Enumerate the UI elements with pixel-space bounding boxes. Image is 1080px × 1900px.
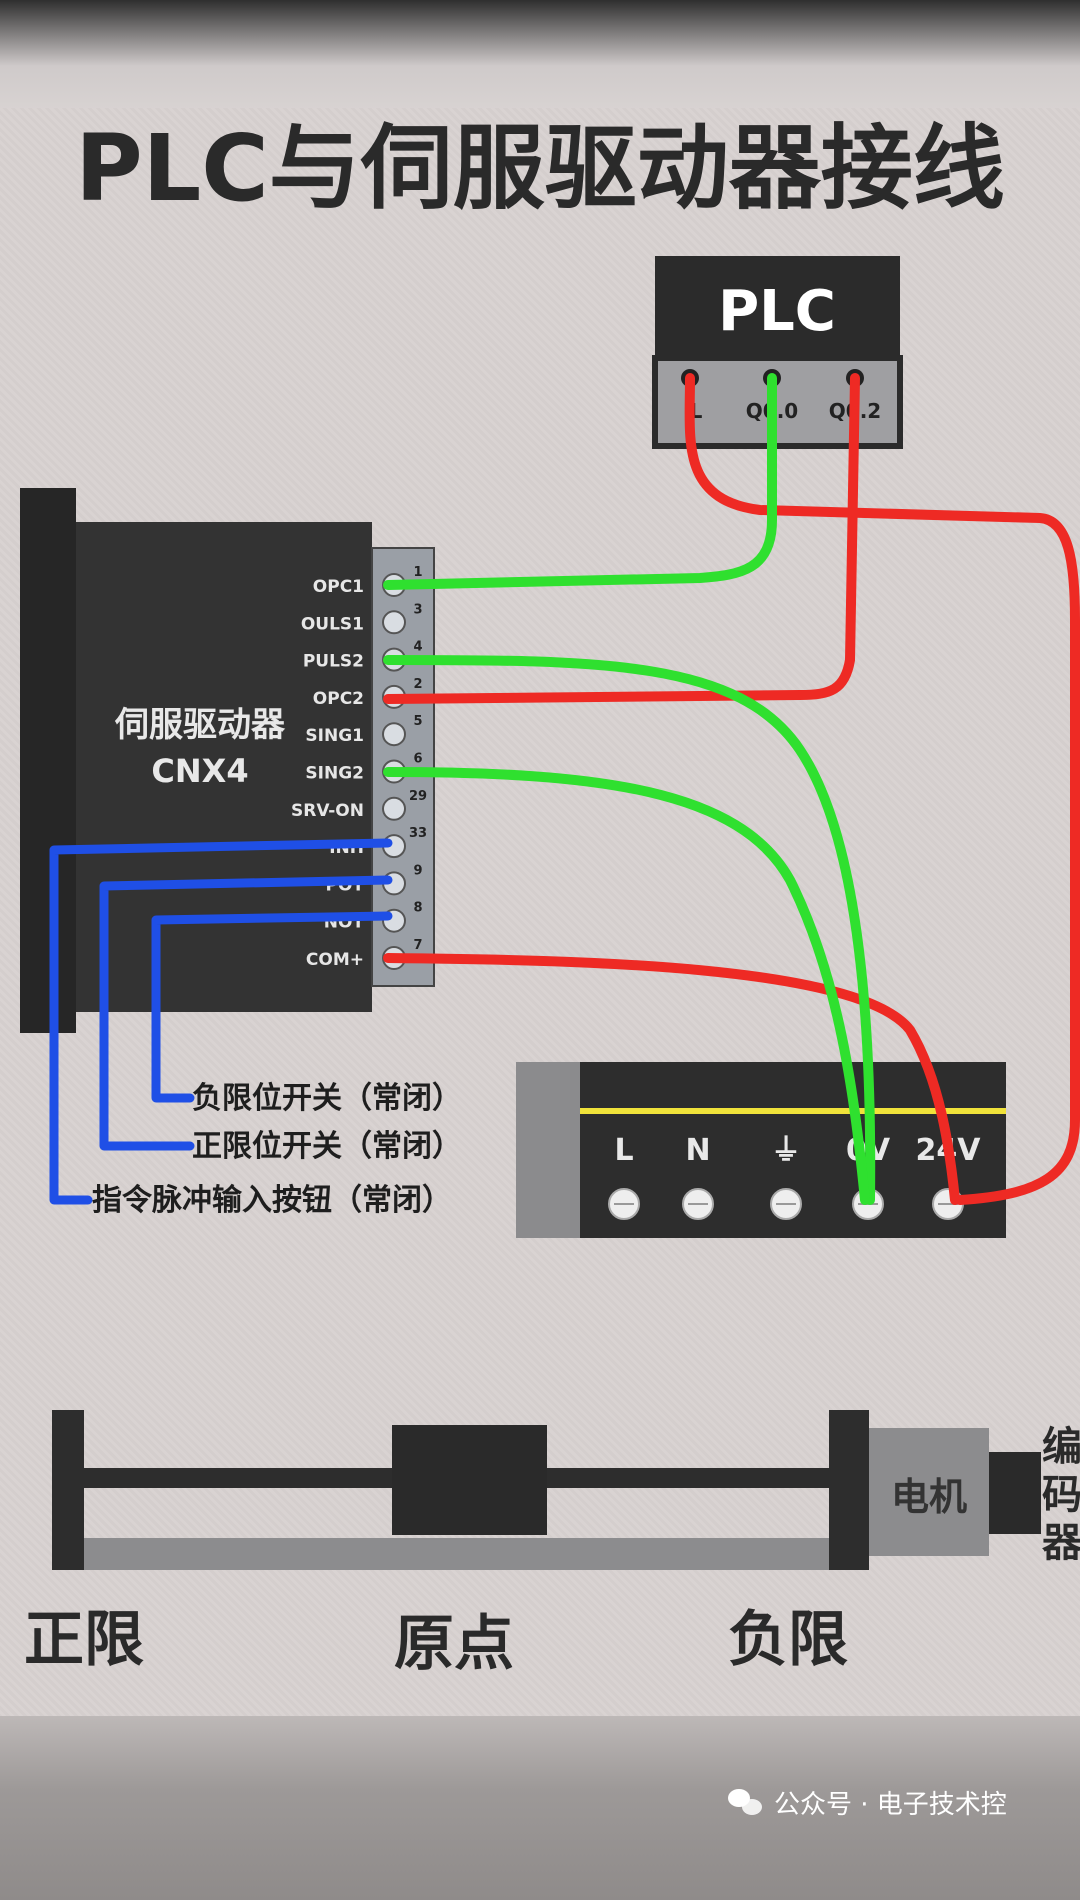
driver-pin-number: 8 xyxy=(413,901,422,916)
motor-body xyxy=(869,1428,989,1556)
driver-pin-number: 33 xyxy=(409,826,427,841)
power-supply-terminal-label: L xyxy=(614,1133,633,1168)
driver-pin-number: 9 xyxy=(413,863,422,878)
linear-axis: 电机 编码器 正限 原点 负限 xyxy=(24,1410,1080,1679)
driver-model: CNX4 xyxy=(151,752,248,790)
switch-label-negative-limit: 负限位开关（常闭） xyxy=(192,1081,462,1116)
driver-pin-label: COM+ xyxy=(306,950,364,970)
blue-wire-not xyxy=(151,911,393,1103)
encoder-label-char: 器 xyxy=(1042,1520,1080,1566)
driver-pin-label: OPC1 xyxy=(313,577,364,597)
switch-label-pulse-button: 指令脉冲输入按钮（常闭） xyxy=(92,1183,452,1218)
driver-name: 伺服驱动器 xyxy=(114,705,286,745)
red-wire-l-to-24v xyxy=(684,373,1080,1205)
power-supply-terminal-label: N xyxy=(685,1133,710,1168)
driver-pin-number: 29 xyxy=(409,789,427,804)
carriage-slider xyxy=(392,1425,547,1535)
blue-wire-inh xyxy=(49,838,393,1205)
driver-pin-number: 7 xyxy=(413,938,422,953)
green-wire-sing2-to-0v xyxy=(383,767,870,1205)
wires xyxy=(49,373,1080,1205)
driver-pin-label: SRV-ON xyxy=(291,801,364,821)
driver-pin-terminal xyxy=(382,722,406,747)
power-supply-yellow-line xyxy=(580,1108,1006,1114)
green-wire-puls2-to-0v xyxy=(383,655,876,1205)
plc-label: PLC xyxy=(718,279,836,344)
blue-wire-pot xyxy=(99,875,393,1151)
bottom-background xyxy=(0,1716,1080,1900)
power-supply-terminal-label: ⏚ xyxy=(771,1133,801,1168)
driver-pin-label: SING2 xyxy=(305,764,364,784)
right-end-block xyxy=(829,1410,869,1570)
driver-pin-label: OULS1 xyxy=(301,614,364,634)
power-supply-side xyxy=(516,1062,580,1238)
encoder-body xyxy=(989,1452,1041,1534)
driver-pin-number: 4 xyxy=(413,640,422,655)
watermark: 公众号 · 电子技术控 xyxy=(728,1780,1007,1824)
driver-pin-label: PULS2 xyxy=(303,652,364,672)
top-background xyxy=(0,0,1080,110)
switch-label-positive-limit: 正限位开关（常闭） xyxy=(192,1129,462,1164)
driver-pin-number: 1 xyxy=(413,565,422,580)
motor-label: 电机 xyxy=(891,1475,967,1519)
power-supply-body xyxy=(516,1062,1006,1238)
driver-pin-terminal xyxy=(382,796,406,821)
page-title: PLC与伺服驱动器接线 xyxy=(75,115,1005,222)
left-end-block xyxy=(52,1410,84,1570)
driver-pin-number: 5 xyxy=(413,714,422,729)
origin-label: 原点 xyxy=(394,1609,514,1679)
positive-limit-label: 正限 xyxy=(24,1605,144,1675)
plc-module: PLC L Q0.0 Q0.2 xyxy=(652,256,903,449)
driver-body xyxy=(76,522,372,1012)
driver-pin-number: 3 xyxy=(413,602,422,617)
encoder-label: 编码器 xyxy=(1042,1424,1080,1566)
wechat-icon xyxy=(728,1787,764,1817)
guide-rail xyxy=(84,1538,829,1570)
negative-limit-label: 负限 xyxy=(728,1605,848,1675)
driver-pin-number: 2 xyxy=(413,677,422,692)
watermark-text: 公众号 · 电子技术控 xyxy=(774,1789,1007,1820)
encoder-label-char: 码 xyxy=(1042,1472,1080,1518)
driver-mount-plate xyxy=(20,488,76,1033)
encoder-label-char: 编 xyxy=(1042,1424,1080,1470)
driver-pin-terminal xyxy=(382,610,406,635)
driver-pin-label: SING1 xyxy=(305,726,364,746)
plc-header xyxy=(655,256,900,358)
red-wire-q02-to-opc2 xyxy=(383,373,860,704)
green-wire-q00-to-opc1 xyxy=(383,373,777,590)
driver-pin-number: 6 xyxy=(413,752,422,767)
driver-pin-label: OPC2 xyxy=(313,689,364,709)
